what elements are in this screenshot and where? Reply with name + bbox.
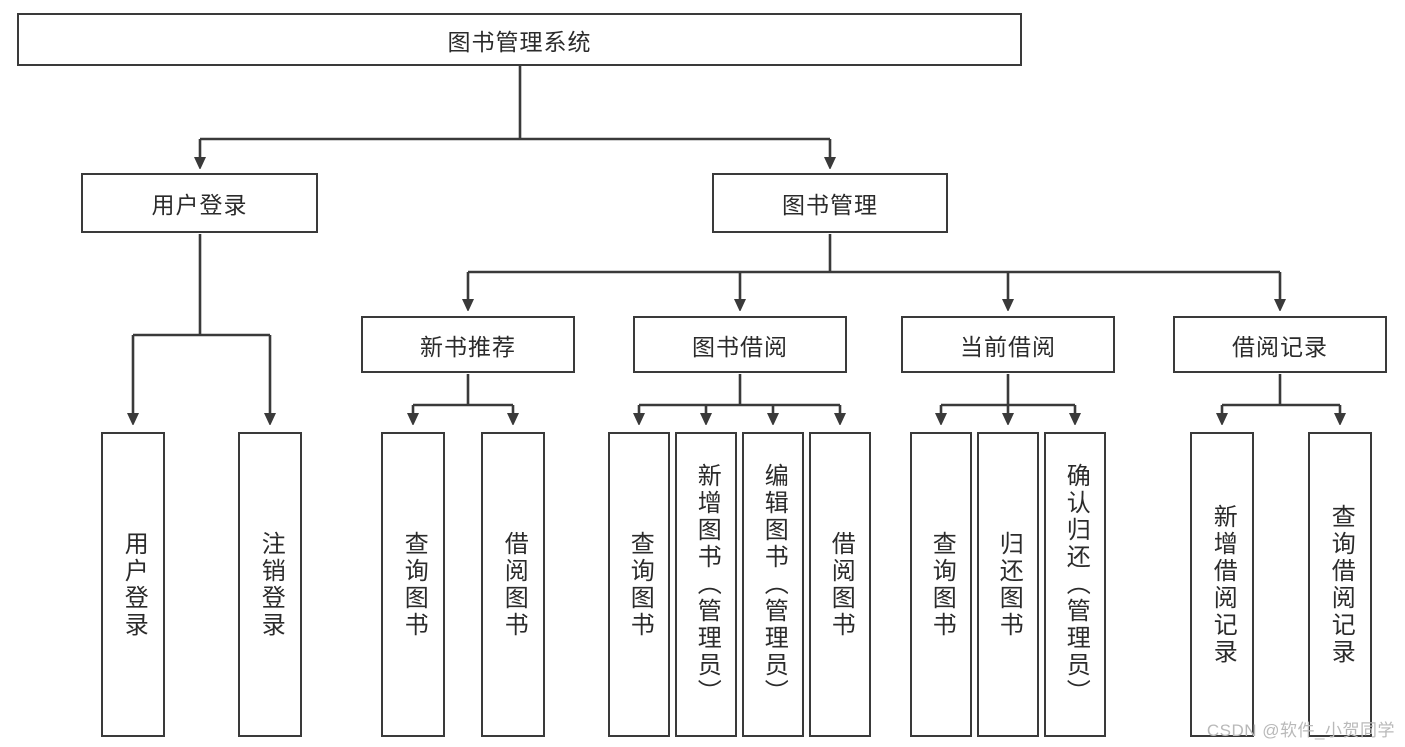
leaf-borrow-book-2-label: 借阅图书 bbox=[827, 530, 855, 639]
leaf-add-book-label: 新增图书（管理员） bbox=[693, 463, 721, 706]
node-new-book-recommend-label: 新书推荐 bbox=[420, 333, 516, 360]
node-book-manage-label: 图书管理 bbox=[782, 192, 878, 218]
node-book-borrow[interactable]: 图书借阅 bbox=[633, 316, 847, 373]
leaf-logout-login-label: 注销登录 bbox=[257, 530, 285, 639]
leaf-query-book-3-label: 查询图书 bbox=[928, 530, 956, 639]
node-user-login-label: 用户登录 bbox=[151, 192, 248, 218]
leaf-confirm-return-label: 确认归还（管理员） bbox=[1062, 463, 1090, 706]
leaf-edit-book[interactable]: 编辑图书（管理员） bbox=[742, 432, 804, 737]
node-book-manage[interactable]: 图书管理 bbox=[712, 173, 948, 233]
leaf-borrow-book-1[interactable]: 借阅图书 bbox=[481, 432, 545, 737]
leaf-user-login-label: 用户登录 bbox=[120, 530, 148, 639]
node-borrow-record-label: 借阅记录 bbox=[1232, 333, 1328, 360]
leaf-edit-book-label: 编辑图书（管理员） bbox=[760, 463, 788, 706]
leaf-query-book-3[interactable]: 查询图书 bbox=[910, 432, 972, 737]
leaf-user-login[interactable]: 用户登录 bbox=[101, 432, 165, 737]
leaf-query-book-2[interactable]: 查询图书 bbox=[608, 432, 670, 737]
node-borrow-record[interactable]: 借阅记录 bbox=[1173, 316, 1387, 373]
leaf-query-record[interactable]: 查询借阅记录 bbox=[1308, 432, 1372, 737]
node-root-system-label: 图书管理系统 bbox=[447, 28, 592, 55]
node-root-system[interactable]: 图书管理系统 bbox=[17, 13, 1022, 66]
node-new-book-recommend[interactable]: 新书推荐 bbox=[361, 316, 575, 373]
leaf-return-book[interactable]: 归还图书 bbox=[977, 432, 1039, 737]
leaf-return-book-label: 归还图书 bbox=[995, 530, 1023, 639]
node-current-borrow-label: 当前借阅 bbox=[960, 333, 1056, 360]
node-user-login[interactable]: 用户登录 bbox=[81, 173, 318, 233]
leaf-query-book-1-label: 查询图书 bbox=[400, 530, 428, 639]
node-book-borrow-label: 图书借阅 bbox=[692, 333, 788, 360]
leaf-query-book-2-label: 查询图书 bbox=[626, 530, 654, 639]
leaf-query-book-1[interactable]: 查询图书 bbox=[381, 432, 445, 737]
leaf-query-record-label: 查询借阅记录 bbox=[1327, 503, 1355, 666]
leaf-add-record[interactable]: 新增借阅记录 bbox=[1190, 432, 1254, 737]
watermark-text: CSDN @软件_小贺同学 bbox=[1206, 721, 1395, 740]
leaf-logout-login[interactable]: 注销登录 bbox=[238, 432, 302, 737]
leaf-add-record-label: 新增借阅记录 bbox=[1209, 503, 1237, 666]
leaf-add-book[interactable]: 新增图书（管理员） bbox=[675, 432, 737, 737]
node-current-borrow[interactable]: 当前借阅 bbox=[901, 316, 1115, 373]
leaf-borrow-book-2[interactable]: 借阅图书 bbox=[809, 432, 871, 737]
leaf-borrow-book-1-label: 借阅图书 bbox=[500, 530, 528, 639]
leaf-confirm-return[interactable]: 确认归还（管理员） bbox=[1044, 432, 1106, 737]
